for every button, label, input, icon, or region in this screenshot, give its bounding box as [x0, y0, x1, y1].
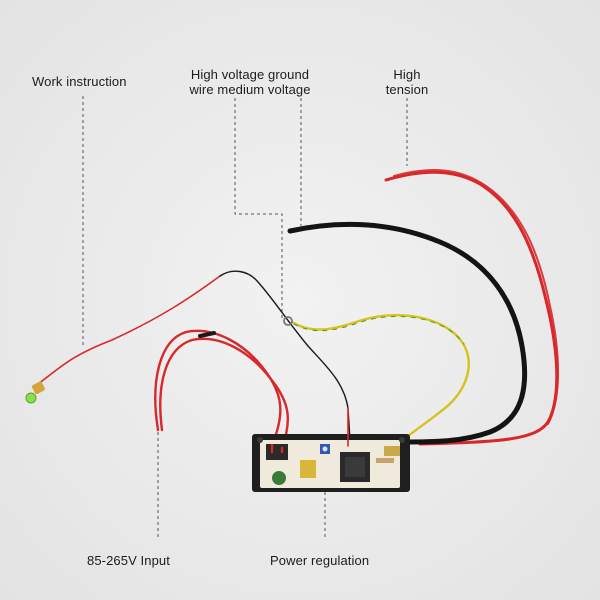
mount-hole-left	[257, 437, 263, 443]
mount-hole-right	[399, 437, 405, 443]
green-capacitor	[272, 471, 286, 485]
led-lens	[25, 392, 37, 404]
led-wire	[37, 270, 351, 441]
indicator-led	[25, 381, 45, 404]
power-module	[252, 434, 410, 492]
input-wire-1	[154, 329, 282, 447]
terminal-block	[266, 444, 288, 460]
label-high-voltage-ground: High voltage ground wire medium voltage	[189, 67, 311, 97]
transformer-core	[345, 457, 365, 477]
label-high-tension: High tension	[385, 67, 429, 97]
led-wire-black	[219, 270, 351, 441]
led-wire-red	[37, 275, 221, 385]
output-clip	[384, 446, 400, 456]
ground-wire-yellow	[290, 313, 470, 454]
resistor-strip	[376, 458, 394, 463]
input-wire-join	[198, 331, 216, 338]
high-tension-wire	[384, 170, 559, 446]
trimmer-knob	[322, 446, 328, 452]
high-tension-wire-inner	[393, 169, 559, 425]
label-work-instruction: Work instruction	[32, 74, 127, 89]
yellow-capacitor	[300, 460, 316, 478]
medium-voltage-wire	[287, 221, 528, 445]
input-wire-2	[159, 337, 289, 450]
label-input: 85-265V Input	[87, 553, 170, 568]
ground-wire-green	[293, 315, 465, 345]
ground-ring-terminal	[283, 316, 293, 326]
ground-wire	[283, 313, 470, 454]
label-power-regulation: Power regulation	[270, 553, 370, 568]
leader-ground-wire	[234, 98, 283, 320]
input-wires	[154, 329, 289, 450]
led-sleeve	[31, 381, 45, 395]
wire-entries	[270, 407, 349, 454]
